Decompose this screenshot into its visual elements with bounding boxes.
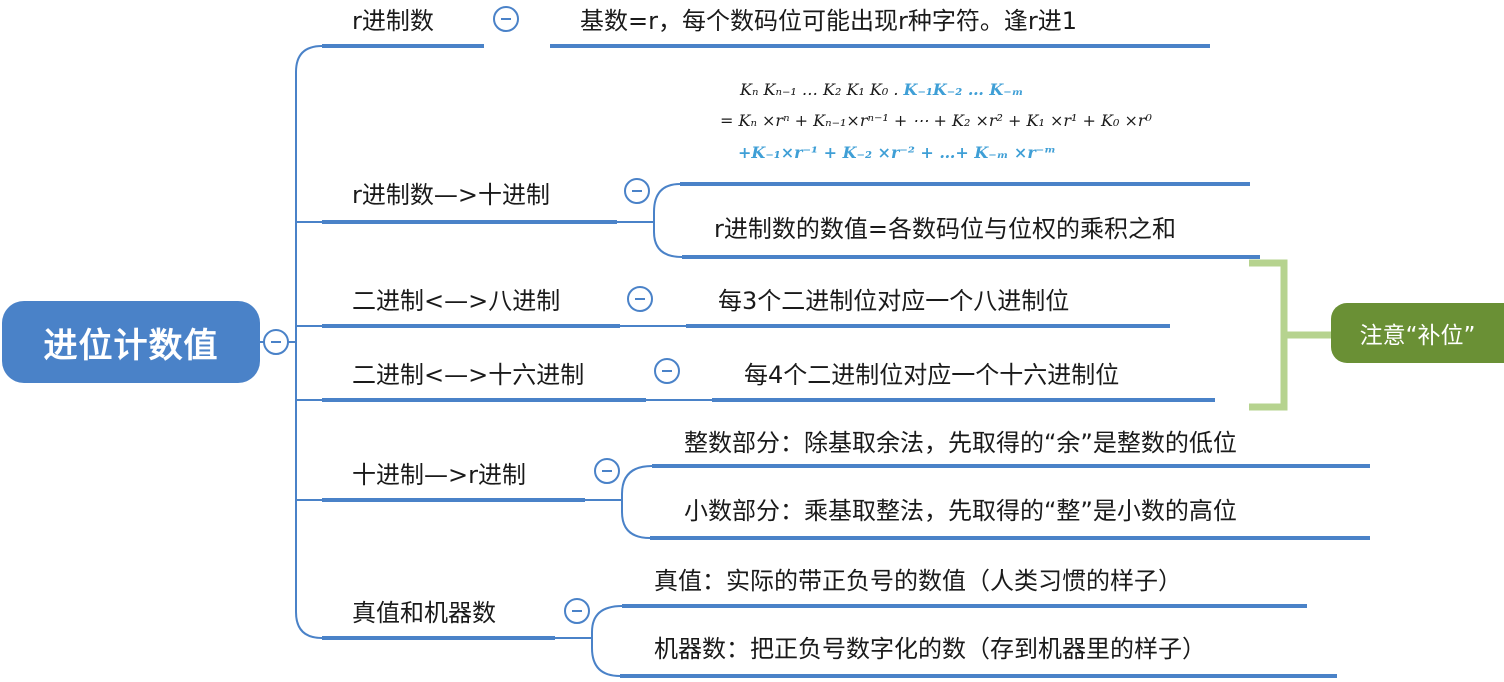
collapse-icon[interactable] bbox=[594, 458, 620, 484]
root-node[interactable]: 进位计数值 bbox=[2, 301, 260, 383]
branch-label-binary-octal[interactable]: 二进制<—>八进制 bbox=[352, 287, 561, 315]
formula-fraction-part: K₋₁K₋₂ … K₋ₘ bbox=[903, 80, 1024, 99]
formula-fraction-expansion: +K₋₁×r⁻¹ + K₋₂ ×r⁻² + …+ K₋ₘ ×r⁻ᵐ bbox=[738, 143, 1056, 162]
detail-binary-hex-rule[interactable]: 每4个二进制位对应一个十六进制位 bbox=[744, 361, 1120, 389]
collapse-icon[interactable] bbox=[627, 286, 653, 312]
branch-label-radix-number[interactable]: r进制数 bbox=[352, 7, 434, 35]
branch-label-radix-to-decimal[interactable]: r进制数—>十进制 bbox=[352, 181, 550, 209]
formula-expansion: = Kₙ ×rⁿ + Kₙ₋₁×rⁿ⁻¹ + ⋯ + K₂ ×r² + K₁ ×… bbox=[720, 111, 1152, 130]
detail-radix-definition[interactable]: 基数=r，每个数码位可能出现r种字符。逢r进1 bbox=[580, 7, 1077, 35]
branch-label-decimal-to-radix[interactable]: 十进制—>r进制 bbox=[352, 461, 526, 489]
detail-binary-octal-rule[interactable]: 每3个二进制位对应一个八进制位 bbox=[718, 287, 1070, 315]
detail-integer-part[interactable]: 整数部分：除基取余法，先取得的“余”是整数的低位 bbox=[684, 429, 1237, 457]
note-bracket bbox=[1249, 259, 1331, 411]
branch-label-binary-hex[interactable]: 二进制<—>十六进制 bbox=[352, 361, 585, 389]
detail-weighted-sum[interactable]: r进制数的数值=各数码位与位权的乘积之和 bbox=[714, 215, 1176, 243]
collapse-icon[interactable] bbox=[624, 178, 650, 204]
collapse-icon[interactable] bbox=[654, 358, 680, 384]
formula-integer-part: Kₙ Kₙ₋₁ … K₂ K₁ K₀ . bbox=[740, 80, 899, 99]
note-node[interactable]: 注意“补位” bbox=[1331, 303, 1504, 363]
collapse-icon[interactable] bbox=[564, 598, 590, 624]
detail-machine-number[interactable]: 机器数：把正负号数字化的数（存到机器里的样子） bbox=[654, 635, 1206, 663]
detail-fraction-part[interactable]: 小数部分：乘基取整法，先取得的“整”是小数的高位 bbox=[684, 497, 1237, 525]
root-collapse-icon[interactable] bbox=[263, 329, 289, 355]
collapse-icon[interactable] bbox=[493, 6, 519, 32]
detail-true-value[interactable]: 真值：实际的带正负号的数值（人类习惯的样子） bbox=[654, 567, 1182, 595]
branch-label-true-and-machine-value[interactable]: 真值和机器数 bbox=[352, 599, 496, 627]
